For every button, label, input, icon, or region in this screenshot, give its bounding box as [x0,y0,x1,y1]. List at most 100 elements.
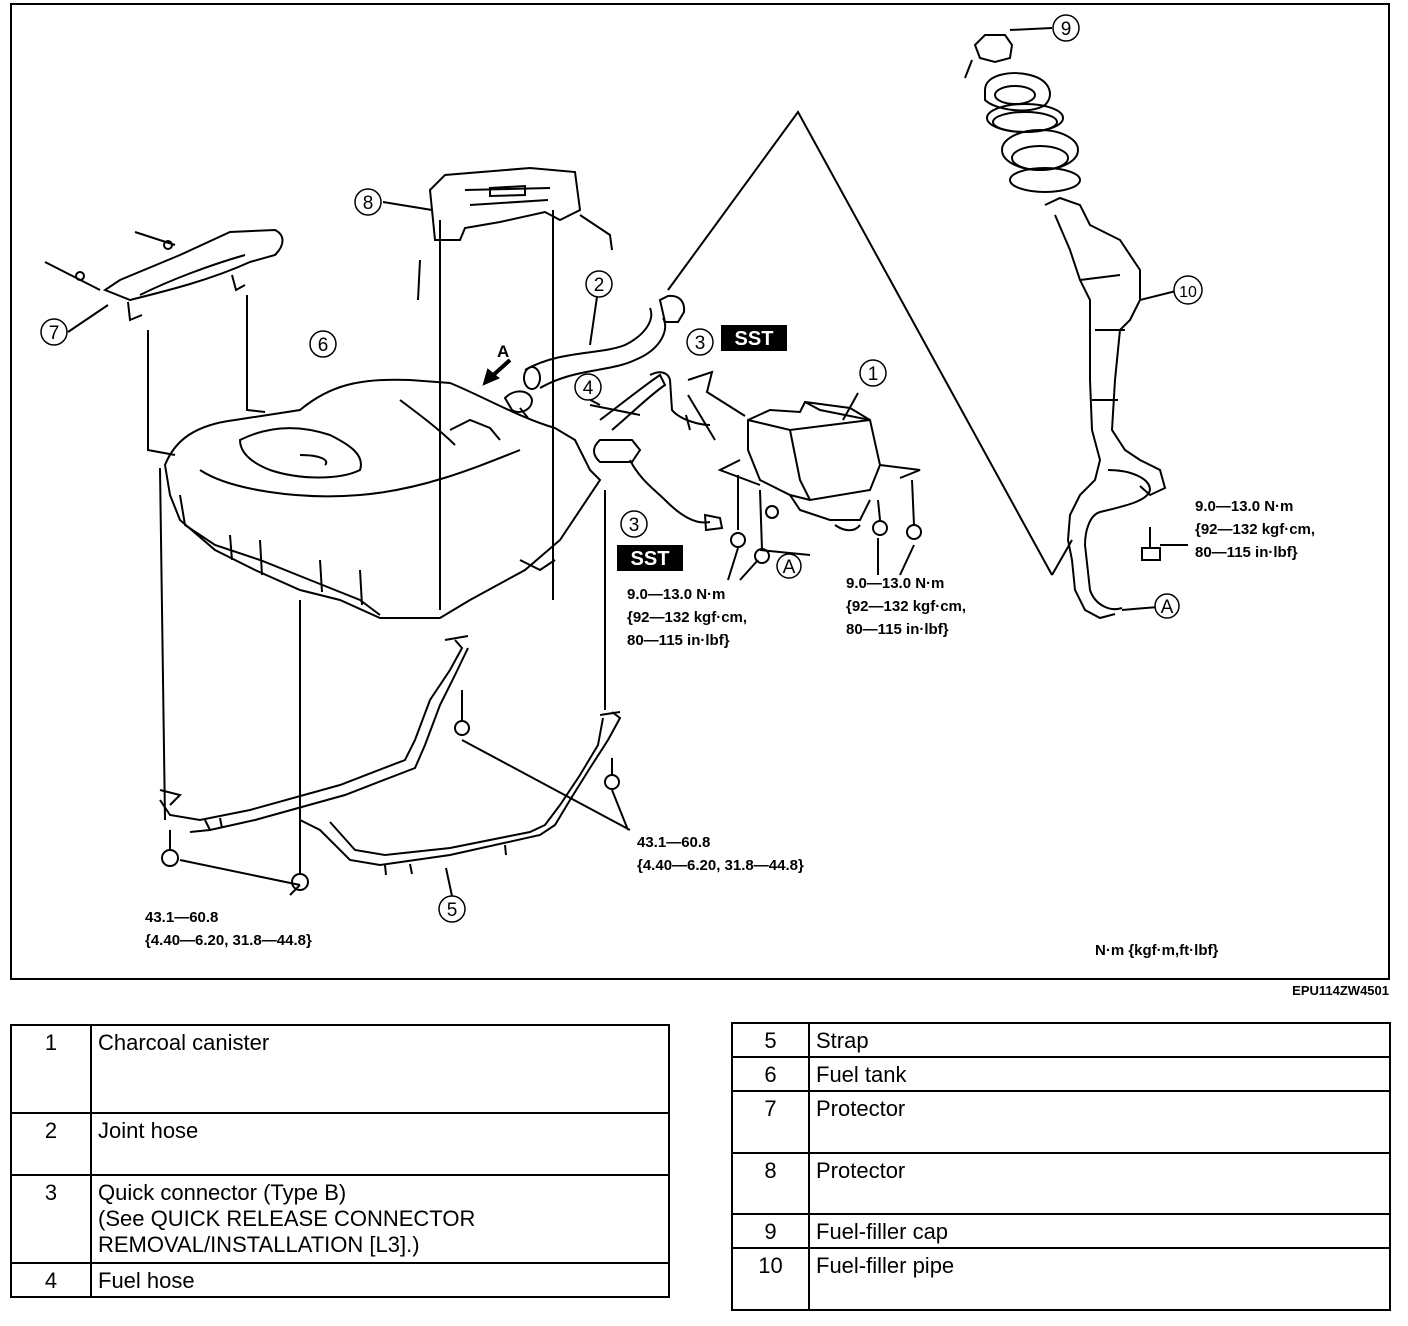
table-row: 3 Quick connector (Type B) (See QUICK RE… [10,1174,670,1264]
legend-num: 2 [10,1112,92,1176]
svg-text:43.1—60.8: 43.1—60.8 [145,909,218,926]
callout-circle-3a [686,328,714,356]
legend-table-left: 1 Charcoal canister 2 Joint hose 3 Quick… [10,1024,670,1298]
legend-desc: Fuel tank [808,1056,1391,1092]
protector-8-shape [382,166,613,301]
callout-circle-a1 [776,553,802,579]
exploded-diagram: 1 2 3 3 4 5 6 7 8 9 10 A A A SST SST 9.0… [10,3,1390,998]
filler-pipe-shape [986,103,1181,620]
torque-strap-left: 43.1—60.8 {4.40—6.20, 31.8—44.8} [145,909,312,949]
table-row: 7 Protector [731,1090,1391,1154]
canister-bolt-leaders [727,475,915,581]
svg-text:80—115 in·lbf}: 80—115 in·lbf} [846,621,949,638]
legend-desc: Protector [808,1090,1391,1154]
callout-circle-a2 [1154,593,1180,619]
legend-num: 6 [731,1056,810,1092]
protector-7-shape [44,228,284,333]
legend-desc: Strap [808,1022,1391,1058]
figure-ref: EPU114ZW4501 [1292,983,1389,998]
joint-hose-shape [523,289,686,390]
torque-filler: 9.0—13.0 N·m {92—132 kgf·cm, 80—115 in·l… [1195,498,1315,561]
svg-text:9.0—13.0 N·m: 9.0—13.0 N·m [846,575,944,592]
legend-num: 9 [731,1213,810,1249]
view-arrow-head [482,368,500,386]
svg-text:{4.40—6.20, 31.8—44.8}: {4.40—6.20, 31.8—44.8} [145,932,312,949]
callout-8: 8 [363,193,374,214]
callout-circle-4 [574,373,602,401]
legend-desc-line: Quick connector (Type B) [98,1180,347,1205]
table-row: 2 Joint hose [10,1112,670,1176]
callout-5: 5 [447,900,458,921]
svg-text:{4.40—6.20, 31.8—44.8}: {4.40—6.20, 31.8—44.8} [637,857,804,874]
table-row: 4 Fuel hose [10,1262,670,1298]
legend-desc: Joint hose [90,1112,670,1176]
table-row: 9 Fuel-filler cap [731,1213,1391,1249]
svg-text:{92—132 kgf·cm,: {92—132 kgf·cm, [846,598,966,615]
legend-num: 8 [731,1152,810,1215]
diagram-frame [10,3,1390,980]
svg-text:43.1—60.8: 43.1—60.8 [637,834,710,851]
torque-canister-left: 9.0—13.0 N·m {92—132 kgf·cm, 80—115 in·l… [627,586,747,649]
table-row: 6 Fuel tank [731,1056,1391,1092]
callout-3a: 3 [695,333,706,354]
fuel-tank-shape [163,378,602,619]
sst-label-top: SST [735,328,774,350]
strap-shape [159,635,622,876]
callout-circle-9 [1052,14,1080,42]
torque-canister-right: 9.0—13.0 N·m {92—132 kgf·cm, 80—115 in·l… [846,575,966,638]
legend-num: 7 [731,1090,810,1154]
callout-circle-6 [309,330,337,358]
charcoal-canister-shape [717,392,921,532]
callout-4: 4 [583,378,594,399]
callout-7: 7 [49,323,60,344]
legend-desc: Fuel-filler cap [808,1213,1391,1249]
callout-2: 2 [594,275,605,296]
callout-circle-5 [438,895,466,923]
legend-num: 3 [10,1174,92,1264]
callout-6: 6 [318,335,329,356]
units-note: N·m {kgf·m,ft·lbf} [1095,942,1218,959]
callout-circle-2 [585,270,613,298]
callout-a2: A [1161,597,1174,618]
svg-text:9.0—13.0 N·m: 9.0—13.0 N·m [1195,498,1293,515]
legend-desc: Fuel-filler pipe [808,1247,1391,1311]
legend-desc: Fuel hose [90,1262,670,1298]
legend-num: 5 [731,1022,810,1058]
callouts: 1 2 3 3 4 5 6 7 8 9 10 A A A [40,14,1203,923]
legend-desc-line: REMOVAL/INSTALLATION [L3].) [98,1232,420,1257]
svg-text:{92—132 kgf·cm,: {92—132 kgf·cm, [1195,521,1315,538]
view-a-label: A [497,342,509,361]
svg-text:{92—132 kgf·cm,: {92—132 kgf·cm, [627,609,747,626]
svg-text:80—115 in·lbf}: 80—115 in·lbf} [1195,544,1298,561]
sst-label-bottom: SST [631,548,670,570]
callout-3b: 3 [629,515,640,536]
svg-text:80—115 in·lbf}: 80—115 in·lbf} [627,632,730,649]
filler-bolt [1141,527,1188,561]
table-row: 1 Charcoal canister [10,1024,670,1114]
callout-9: 9 [1061,19,1072,40]
zigzag-line [687,370,746,441]
legend-desc: Charcoal canister [90,1024,670,1114]
legend-desc-line: (See QUICK RELEASE CONNECTOR [98,1206,476,1231]
fuel-hose-shape [582,371,724,532]
tank-leaders [147,210,606,860]
callout-circle-10 [1173,275,1203,305]
legend-num: 1 [10,1024,92,1114]
torque-strap-mid: 43.1—60.8 {4.40—6.20, 31.8—44.8} [637,834,804,874]
clamp-shape [503,390,534,419]
callout-10: 10 [1179,284,1197,301]
table-row: 8 Protector [731,1152,1391,1215]
filler-cap-shape [964,27,1053,112]
legend-desc: Protector [808,1152,1391,1215]
callout-circle-1 [859,359,887,387]
legend-desc: Quick connector (Type B) (See QUICK RELE… [90,1174,670,1264]
table-row: 10 Fuel-filler pipe [731,1247,1391,1311]
sst-badge-bottom [617,545,683,571]
callout-circle-8 [354,188,382,216]
table-row: 5 Strap [731,1022,1391,1058]
callout-1: 1 [868,364,879,385]
strap-bolt-leaders [179,739,631,896]
legend-num: 4 [10,1262,92,1298]
callout-a1: A [783,557,796,578]
callout-circle-7 [40,318,68,346]
